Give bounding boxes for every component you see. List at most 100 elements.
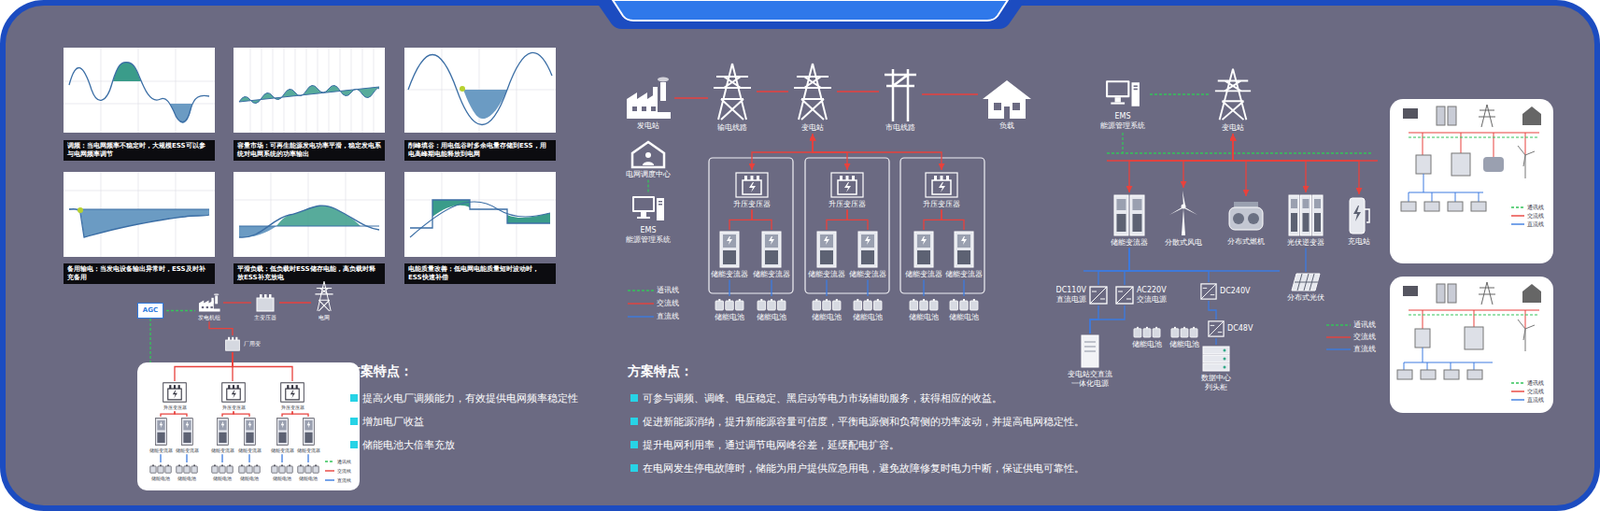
- icon-part: [744, 175, 748, 181]
- icon-part: [156, 432, 165, 443]
- icon-part: [1130, 195, 1145, 236]
- equipment-node: 储能变流器: [710, 230, 749, 280]
- equipment-node: 储能电池: [270, 463, 294, 482]
- icon-part: [210, 306, 213, 309]
- chart: [63, 171, 215, 257]
- icon: [735, 171, 769, 199]
- icon-part: [736, 172, 768, 198]
- chart: [239, 226, 380, 227]
- icon-part: [302, 418, 314, 446]
- icon-part: [756, 175, 760, 181]
- mini-schematic: [1401, 201, 1416, 212]
- icon-part: [922, 298, 925, 301]
- caption-text: 调频：当电网频率不稳定时，大规模ESS可以参与电网频率调节: [67, 141, 212, 159]
- bullet-square: [630, 440, 638, 449]
- legend-line: [1511, 398, 1525, 400]
- connector: [159, 453, 161, 463]
- icon-part: [837, 180, 857, 195]
- icon: [948, 297, 979, 312]
- icon-part: [917, 234, 931, 248]
- mini-schematic: [1471, 201, 1487, 212]
- icon-part: [158, 422, 163, 429]
- icon-part: [835, 298, 838, 301]
- icon-part: [823, 236, 830, 245]
- mini-schematic: [1451, 153, 1471, 176]
- icon-part: [221, 464, 224, 466]
- icon-part: [970, 300, 979, 311]
- bullet-square: [350, 394, 358, 402]
- connector: [826, 210, 848, 230]
- icon-part: [1314, 198, 1321, 209]
- legend-line: [1511, 390, 1525, 392]
- connector: [728, 280, 730, 297]
- legend-line: [1511, 223, 1525, 225]
- icon-part: [1208, 321, 1224, 337]
- equipment-node: 储能电池: [714, 297, 745, 323]
- icon-part: [822, 300, 832, 311]
- connector: [921, 93, 978, 95]
- connector: [1232, 134, 1360, 195]
- chart: [69, 209, 210, 211]
- icon: [1089, 285, 1108, 305]
- icon-part: [713, 63, 751, 120]
- icon-part: [1132, 198, 1143, 211]
- icon: [881, 67, 920, 122]
- icon-part: [1169, 206, 1184, 215]
- icon-part: [232, 384, 235, 389]
- icon-part: [658, 200, 663, 203]
- icon-part: [1288, 195, 1300, 236]
- icon-part: [1290, 198, 1298, 209]
- icon-part: [925, 172, 958, 198]
- icon-part: [1084, 341, 1096, 352]
- icon-part: [176, 466, 199, 473]
- icon: [630, 140, 666, 169]
- white-panel: [137, 362, 360, 491]
- icon-part: [982, 80, 1032, 119]
- icon-part: [206, 306, 209, 309]
- legend-line: [627, 289, 654, 291]
- icon-part: [884, 69, 917, 122]
- feature-text: 增加电厂收益: [362, 415, 425, 428]
- icon-part: [632, 141, 665, 168]
- icon-part: [290, 390, 296, 399]
- legend-line: [1511, 214, 1525, 216]
- icon-part: [1290, 212, 1298, 232]
- icon-part: [1223, 357, 1227, 361]
- chart: [233, 47, 385, 133]
- mini-schematic: [1408, 132, 1540, 157]
- icon-part: [726, 236, 733, 245]
- node-label: 主变压器: [254, 313, 277, 321]
- icon-part: [1133, 84, 1138, 87]
- mini-schematic: [1467, 369, 1483, 380]
- connector: [279, 301, 312, 303]
- icon-part: [278, 432, 286, 443]
- node-label: 储能电池: [177, 475, 197, 482]
- icon-part: [1110, 102, 1125, 105]
- node-label: 升压变压器: [733, 199, 771, 210]
- equipment-node: 充电站: [1345, 196, 1373, 247]
- icon: [1207, 320, 1225, 338]
- mini-schematic: [1415, 155, 1431, 174]
- icon-part: [874, 300, 883, 311]
- icon-part: [780, 298, 783, 301]
- icon: [198, 293, 221, 312]
- connector: [223, 301, 252, 303]
- icon: [1104, 78, 1141, 111]
- icon-part: [718, 298, 721, 301]
- icon-part: [183, 432, 191, 443]
- icon-part: [314, 464, 317, 466]
- icon-part: [713, 63, 751, 120]
- icon-part: [909, 300, 919, 311]
- connector: [222, 410, 234, 417]
- equipment-node: 储能变流器: [238, 417, 262, 454]
- icon-part: [831, 172, 864, 198]
- equipment-node: 变电站: [791, 61, 835, 133]
- icon-part: [660, 82, 666, 101]
- icon: [297, 463, 320, 474]
- node-label: 储能电池: [811, 312, 842, 323]
- node-label: 市电线路: [885, 123, 916, 133]
- node-label: 储能电池: [272, 475, 292, 482]
- chart: [63, 171, 215, 257]
- caption-text: 削峰填谷：用电低谷时多余电量存储到ESS，用电高峰期电能释放到电网: [408, 141, 553, 159]
